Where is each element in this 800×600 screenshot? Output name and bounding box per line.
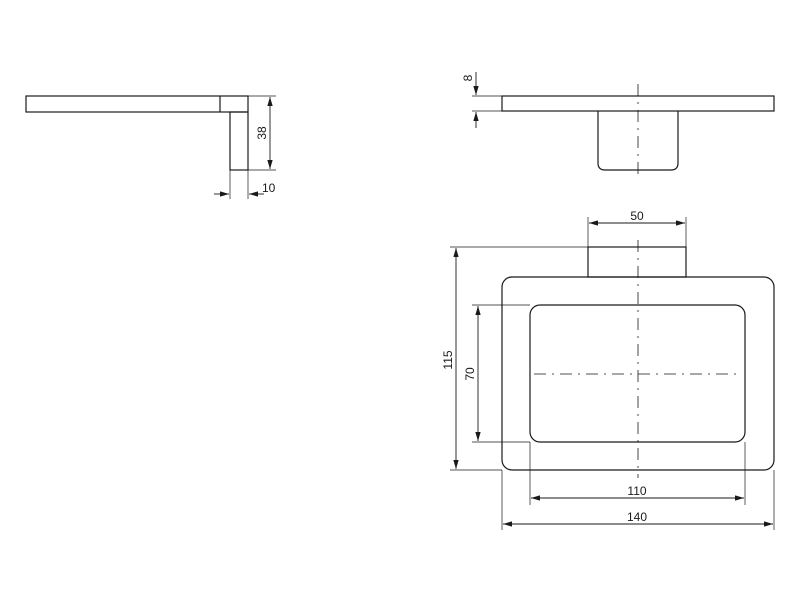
side-view: 38 10 (25, 95, 276, 199)
dim-110-label: 110 (627, 484, 646, 498)
front-view-mount (587, 246, 687, 278)
top-view: 8 (461, 72, 775, 176)
dim-70-label: 70 (463, 367, 477, 381)
dim-10-label: 10 (262, 181, 276, 195)
side-view-shelf (25, 95, 249, 113)
side-view-bracket (229, 111, 249, 171)
front-view-inner-tray (529, 304, 746, 443)
front-view: 50 115 70 110 140 (441, 209, 775, 530)
dim-140-label: 140 (627, 510, 647, 524)
dim-38-label: 38 (255, 126, 269, 140)
dim-8-label: 8 (461, 74, 475, 81)
dim-115-label: 115 (441, 350, 455, 369)
dim-50-label: 50 (630, 209, 644, 223)
